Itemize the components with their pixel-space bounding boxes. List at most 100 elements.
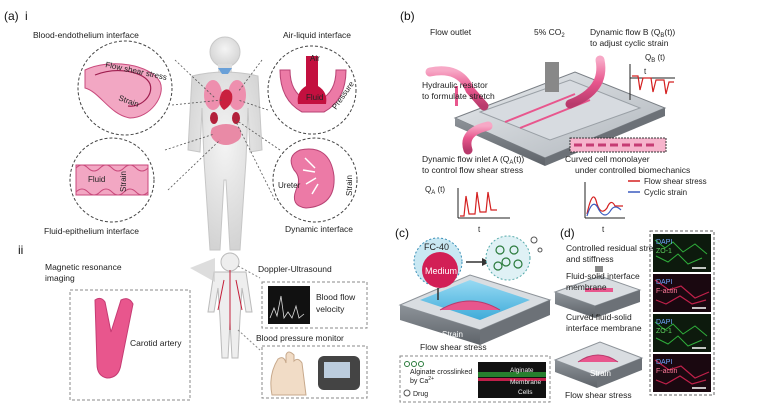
label-zo1-1: ZO-1	[656, 248, 672, 255]
alginate-legend-box	[399, 355, 551, 403]
label-bp-monitor: Blood pressure monitor	[256, 333, 344, 343]
label-mri-2: imaging	[45, 273, 75, 283]
label-cells: Cells	[518, 389, 533, 396]
label-qb: QB (t)	[645, 53, 665, 64]
label-alginate-cross: Alginate crosslinked	[410, 369, 472, 376]
inlet-a-tube	[462, 121, 493, 155]
label-t3: t	[602, 225, 605, 234]
lung-icon-left	[204, 80, 222, 110]
combined-plot	[584, 182, 625, 219]
fluid-epithelium-inset	[69, 137, 155, 223]
panel-d-label: (d)	[560, 226, 575, 240]
label-dynamic-interface: Dynamic interface	[285, 224, 353, 234]
label-dapi-2: DAPI	[656, 279, 672, 286]
label-strain-b: Strain	[119, 171, 128, 192]
carotid-box	[69, 289, 191, 401]
label-fluid-epithelium: Fluid-epithelium interface	[44, 226, 139, 236]
label-curved-d: Curved fluid-solid	[566, 312, 632, 322]
panel-c: (c) FC-40 Medium Strain Flow shear stres…	[395, 226, 552, 403]
heart-icon	[219, 89, 233, 110]
label-factin-2: F-actin	[656, 368, 678, 375]
label-t1: t	[644, 67, 647, 76]
label-adjust: to adjust cyclic strain	[590, 38, 669, 48]
bp-box	[261, 345, 368, 399]
flat-chip	[553, 266, 642, 318]
panel-b-label: (b)	[400, 9, 415, 23]
panel-a-label: (a)	[4, 9, 19, 23]
label-strain-c: Strain	[345, 175, 354, 196]
panel-c-label: (c)	[395, 226, 409, 240]
label-fluid-solid: Fluid-solid interface	[566, 271, 640, 281]
label-flow-shear-c: Flow shear stress	[420, 342, 487, 352]
intestine-icon	[210, 124, 242, 145]
human-body-icon	[187, 36, 263, 251]
factin-image-1	[653, 274, 711, 312]
panel-a-ii: ii Magnetic resonance imaging Doppler-Ul…	[18, 243, 368, 401]
label-dapi-1: DAPI	[656, 239, 672, 246]
label-hydraulic: Hydraulic resistor	[422, 80, 488, 90]
label-dapi-4: DAPI	[656, 359, 672, 366]
label-ureter: Ureter	[278, 181, 301, 190]
hydraulic-resistor	[455, 86, 458, 106]
label-dyn-flow-b: Dynamic flow B (QB(t))	[590, 27, 675, 39]
label-stiffness: and stiffness	[566, 254, 614, 264]
label-co2: 5% CO2	[534, 27, 565, 39]
label-dyn-flow-a: Dynamic flow inlet A (QA(t))	[422, 154, 524, 166]
label-zo1-2: ZO-1	[656, 328, 672, 335]
panel-a-sub-ii: ii	[18, 243, 23, 257]
label-fc40: FC-40	[424, 242, 449, 252]
factin-image-2	[653, 354, 711, 392]
label-flow-shear-d: Flow shear stress	[565, 390, 632, 400]
hand-icon	[270, 351, 307, 396]
panel-d: (d) Controlled residual stress and stiff…	[553, 226, 715, 400]
carotid-artery-icon	[94, 297, 134, 379]
label-t2: t	[478, 225, 481, 234]
qb-plot	[629, 64, 675, 100]
label-drug: Drug	[413, 391, 428, 398]
label-fluid-b: Fluid	[88, 175, 105, 184]
label-alginate: Alginate	[510, 367, 534, 374]
label-control-shear: to control flow shear stress	[422, 165, 523, 175]
doppler-box	[261, 281, 368, 329]
label-residual: Controlled residual stress	[566, 243, 662, 253]
blood-endothelium-inset	[77, 40, 173, 136]
kidney-icon-left	[210, 112, 218, 124]
inlet-b-tube	[565, 55, 606, 109]
curved-chip	[553, 341, 644, 388]
label-qa: QA (t)	[425, 185, 445, 196]
outlet-tube	[425, 66, 489, 111]
label-carotid: Carotid artery	[130, 338, 182, 348]
label-curved: Curved cell monolayer	[565, 154, 650, 164]
label-by-ca: by Ca2+	[410, 376, 434, 385]
label-factin-1: F-actin	[656, 288, 678, 295]
panel-a-sub-i: i	[25, 9, 28, 23]
panel-a: (a) i Blood-endotheli	[4, 9, 358, 251]
label-doppler: Doppler-Ultrasound	[258, 264, 332, 274]
vascular-body-icon	[207, 252, 253, 359]
label-strain-d: Strain	[590, 369, 611, 378]
alginate-chain-icon	[404, 361, 424, 367]
label-air-liquid: Air-liquid interface	[283, 30, 351, 40]
label-air: Air	[310, 54, 320, 63]
label-blood-flow: Blood flow	[316, 292, 356, 302]
lung-icon-right	[228, 80, 246, 110]
label-interface-d: interface membrane	[566, 323, 642, 333]
medium-droplet	[422, 252, 458, 288]
legend-strain: Cyclic strain	[644, 188, 687, 197]
panel-b: (b) Flow outlet 5% CO2 Dynamic flow B (Q…	[400, 9, 707, 234]
label-mri: Magnetic resonance	[45, 262, 122, 272]
label-velocity: velocity	[316, 304, 345, 314]
drug-icon	[403, 389, 411, 397]
label-curved-2: under controlled biomechanics	[575, 165, 690, 175]
label-blood-endothelium: Blood-endothelium interface	[33, 30, 139, 40]
kidney-icon-right	[232, 112, 240, 124]
label-strain-c: Strain	[442, 330, 463, 339]
chip-c	[398, 274, 552, 345]
zo1-image-1	[653, 234, 711, 272]
label-medium: Medium	[425, 266, 457, 276]
thyroid-icon	[218, 68, 232, 74]
air-liquid-inset	[267, 45, 357, 135]
label-membrane: Membrane	[510, 379, 541, 386]
ultrasound-monitor-icon	[268, 286, 310, 324]
